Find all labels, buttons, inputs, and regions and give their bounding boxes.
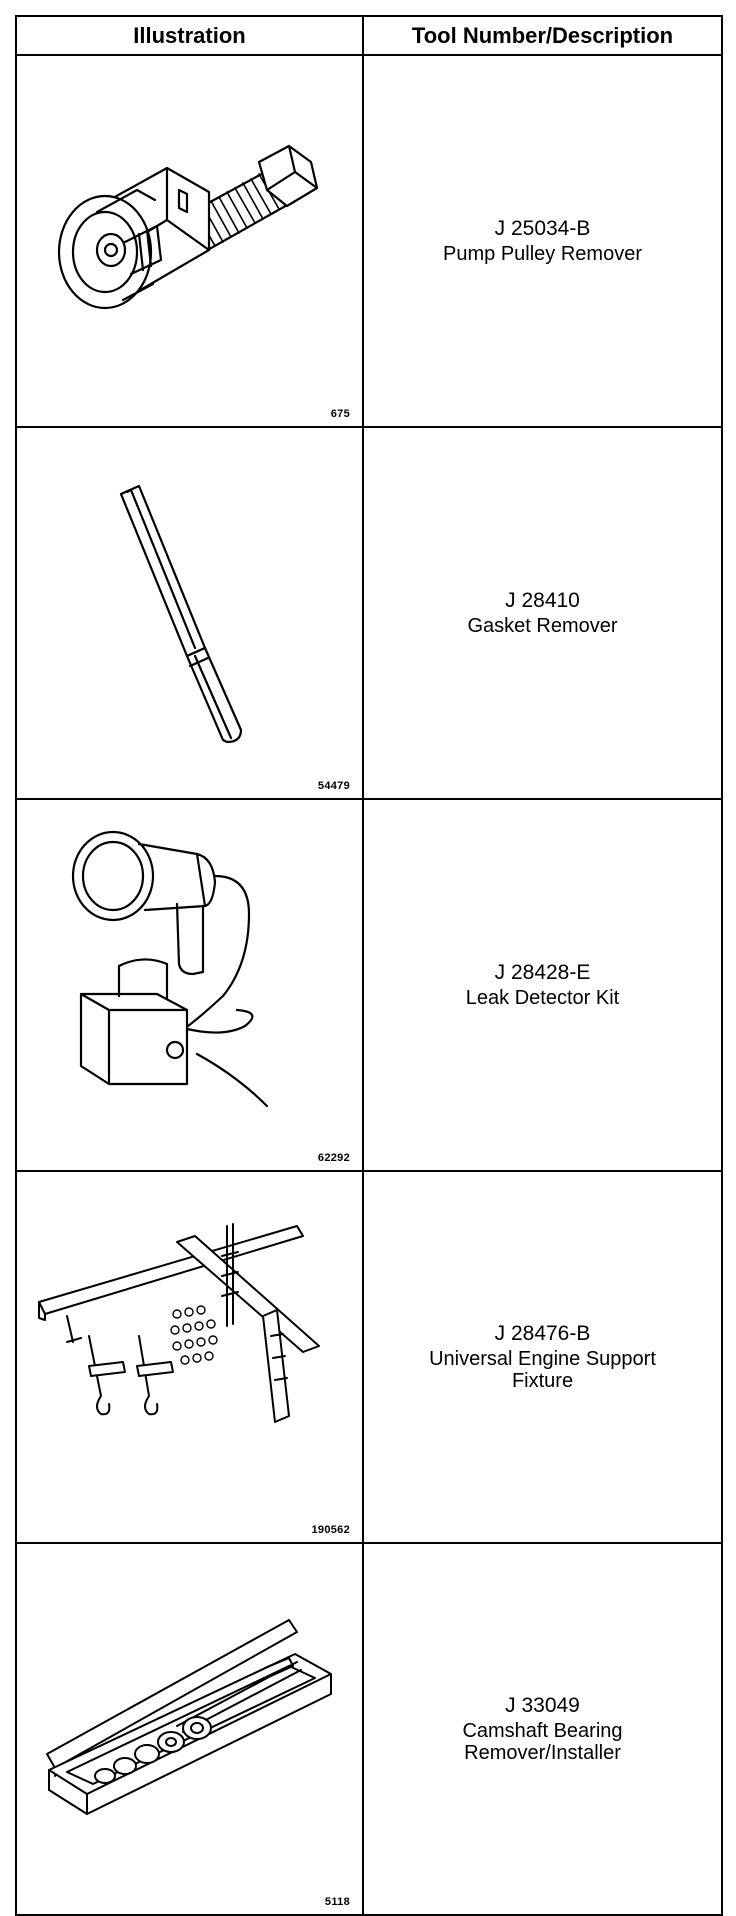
tool-description: Leak Detector Kit <box>465 987 620 1009</box>
figure-number: 675 <box>330 408 350 420</box>
illustration-cell: 190562 <box>15 1170 364 1544</box>
table-row: 54479 J 28410 Gasket Remover <box>15 426 723 800</box>
tool-info-cell: J 28476-B Universal Engine Support Fixtu… <box>362 1170 723 1544</box>
table-header-row: Illustration Tool Number/Description <box>15 15 723 56</box>
tool-column-header: Tool Number/Description <box>362 15 723 56</box>
tool-description: Universal Engine Support Fixture <box>429 1348 656 1392</box>
engine-support-fixture-icon <box>27 1186 347 1506</box>
figure-number: 5118 <box>324 1896 350 1908</box>
table-row: 190562 J 28476-B Universal Engine Suppor… <box>15 1170 723 1544</box>
tool-description: Gasket Remover <box>467 615 618 637</box>
special-tools-table: Illustration Tool Number/Description <box>15 15 723 1916</box>
table-row: 5118 J 33049 Camshaft Bearing Remover/In… <box>15 1542 723 1916</box>
leak-detector-kit-icon <box>27 814 347 1134</box>
tool-info-cell: J 28428-E Leak Detector Kit <box>362 798 723 1172</box>
illustration-cell: 675 <box>15 54 364 428</box>
pump-pulley-remover-icon <box>27 70 347 390</box>
illustration-cell: 54479 <box>15 426 364 800</box>
tool-info-cell: J 25034-B Pump Pulley Remover <box>362 54 723 428</box>
tool-info-cell: J 28410 Gasket Remover <box>362 426 723 800</box>
table-row: 62292 J 28428-E Leak Detector Kit <box>15 798 723 1172</box>
illustration-cell: 62292 <box>15 798 364 1172</box>
figure-number: 62292 <box>317 1152 350 1164</box>
tool-number: J 28428-E <box>494 961 591 984</box>
table-row: 675 J 25034-B Pump Pulley Remover <box>15 54 723 428</box>
tool-number: J 28476-B <box>494 1322 591 1345</box>
tool-number: J 28410 <box>505 589 580 612</box>
gasket-remover-icon <box>27 442 347 762</box>
illustration-column-header: Illustration <box>15 15 364 56</box>
tool-number: J 33049 <box>505 1694 580 1717</box>
tool-description: Camshaft Bearing Remover/Installer <box>462 1720 623 1764</box>
tool-description: Pump Pulley Remover <box>443 243 642 265</box>
tool-number: J 25034-B <box>494 217 591 240</box>
tool-info-cell: J 33049 Camshaft Bearing Remover/Install… <box>362 1542 723 1916</box>
illustration-cell: 5118 <box>15 1542 364 1916</box>
figure-number: 54479 <box>317 780 350 792</box>
figure-number: 190562 <box>311 1524 350 1536</box>
camshaft-bearing-tool-icon <box>27 1558 347 1878</box>
